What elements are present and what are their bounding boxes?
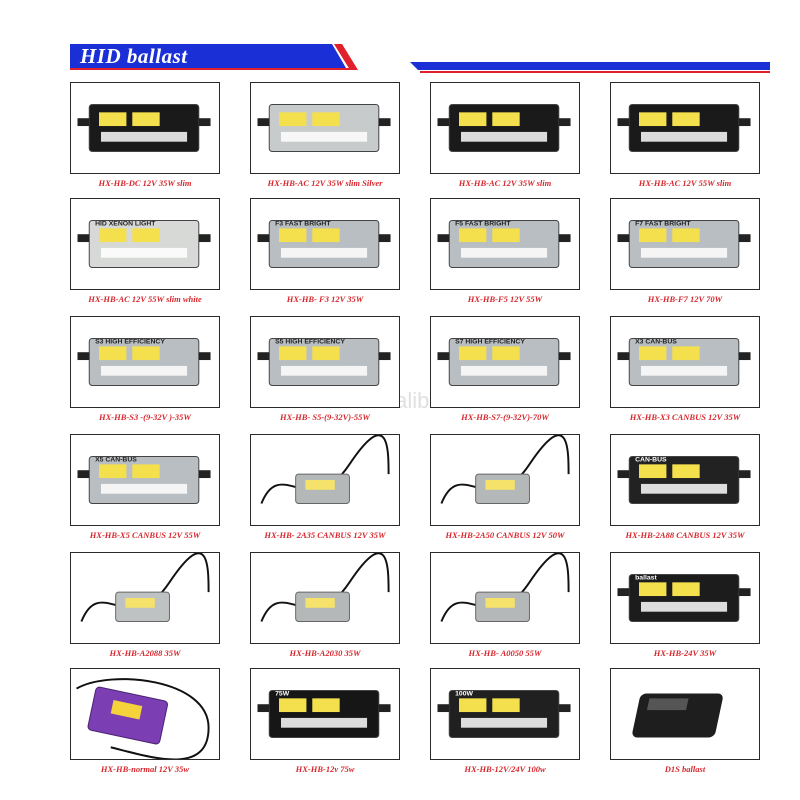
product-caption: HX-HB-24V 35W xyxy=(653,648,717,658)
ballast-icon: X3 CAN-BUS xyxy=(617,338,751,386)
product-caption: HX-HB-AC 12V 35W slim Silver xyxy=(267,178,383,188)
product-image[interactable] xyxy=(70,668,220,760)
svg-text:CAN-BUS: CAN-BUS xyxy=(635,456,667,463)
svg-text:S3 HIGH EFFICIENCY: S3 HIGH EFFICIENCY xyxy=(95,338,165,345)
ballast-icon xyxy=(257,104,391,152)
svg-text:S7 HIGH EFFICIENCY: S7 HIGH EFFICIENCY xyxy=(455,338,525,345)
product-caption: HX-HB-A2088 35W xyxy=(109,648,181,658)
product-image[interactable] xyxy=(250,82,400,174)
product-image[interactable]: X3 CAN-BUS xyxy=(610,316,760,408)
product-caption: HX-HB-AC 12V 55W slim white xyxy=(88,294,202,304)
svg-text:S5 HIGH EFFICIENCY: S5 HIGH EFFICIENCY xyxy=(275,338,345,345)
product-image[interactable]: S7 HIGH EFFICIENCY xyxy=(430,316,580,408)
svg-text:F3 FAST BRIGHT: F3 FAST BRIGHT xyxy=(275,220,331,227)
svg-text:ballast: ballast xyxy=(635,574,657,581)
header-banner xyxy=(70,44,370,70)
product-image[interactable] xyxy=(430,82,580,174)
product-image[interactable] xyxy=(250,434,400,526)
product-caption: HX-HB- 2A35 CANBUS 12V 35W xyxy=(264,530,386,540)
product-caption: HX-HB-S7-(9-32V)-70W xyxy=(461,412,549,422)
page-title: HID ballast xyxy=(80,44,188,68)
product-caption: D1S ballast xyxy=(664,764,706,774)
ballast-icon xyxy=(440,435,570,504)
svg-text:HID XENON LIGHT: HID XENON LIGHT xyxy=(95,220,156,227)
header-banner-shape xyxy=(70,44,358,70)
product-caption: HX-HB-DC 12V 35W slim xyxy=(98,178,192,188)
ballast-icon: F3 FAST BRIGHT xyxy=(257,220,391,268)
product-image[interactable]: X5 CAN-BUS xyxy=(70,434,220,526)
ballast-icon: X5 CAN-BUS xyxy=(77,456,211,504)
product-image[interactable]: F3 FAST BRIGHT xyxy=(250,198,400,290)
ballast-icon: 75W xyxy=(257,690,391,738)
product-image[interactable]: CAN-BUS xyxy=(610,434,760,526)
product-caption: HX-HB-X5 CANBUS 12V 55W xyxy=(89,530,201,540)
ballast-icon: F5 FAST BRIGHT xyxy=(437,220,571,268)
svg-text:75W: 75W xyxy=(275,690,290,697)
ballast-icon xyxy=(80,553,210,622)
product-caption: HX-HB- S5-(9-32V)-55W xyxy=(280,412,370,422)
svg-text:F7 FAST BRIGHT: F7 FAST BRIGHT xyxy=(635,220,691,227)
ballast-icon xyxy=(440,553,570,622)
product-image[interactable]: ballast xyxy=(610,552,760,644)
product-caption: HX-HB-2A50 CANBUS 12V 50W xyxy=(445,530,565,540)
svg-text:100W: 100W xyxy=(455,690,473,697)
product-caption: HX-HB-S3 -(9-32V )-35W xyxy=(99,412,191,422)
product-caption: HX-HB- A0050 55W xyxy=(468,648,542,658)
ballast-icon xyxy=(77,104,211,152)
ballast-icon: F7 FAST BRIGHT xyxy=(617,220,751,268)
product-image[interactable]: F7 FAST BRIGHT xyxy=(610,198,760,290)
product-caption: HX-HB-normal 12V 35w xyxy=(100,764,190,774)
product-image[interactable] xyxy=(70,552,220,644)
product-caption: HX-HB-F7 12V 70W xyxy=(647,294,723,304)
product-caption: HX-HB-2A88 CANBUS 12V 35W xyxy=(625,530,745,540)
ballast-icon: HID XENON LIGHT xyxy=(77,220,211,268)
svg-text:X3 CAN-BUS: X3 CAN-BUS xyxy=(635,338,677,345)
product-image[interactable] xyxy=(430,552,580,644)
svg-text:X5 CAN-BUS: X5 CAN-BUS xyxy=(95,456,137,463)
product-image[interactable]: 75W xyxy=(250,668,400,760)
ballast-icon: S5 HIGH EFFICIENCY xyxy=(257,338,391,386)
product-image[interactable] xyxy=(250,552,400,644)
product-caption: HX-HB-A2030 35W xyxy=(289,648,361,658)
ballast-icon: 100W xyxy=(437,690,571,738)
ballast-icon: S3 HIGH EFFICIENCY xyxy=(77,338,211,386)
ballast-icon: ballast xyxy=(617,574,751,622)
product-image[interactable]: 100W xyxy=(430,668,580,760)
svg-text:F5 FAST BRIGHT: F5 FAST BRIGHT xyxy=(455,220,511,227)
product-image[interactable]: HID XENON LIGHT xyxy=(70,198,220,290)
product-caption: HX-HB-X3 CANBUS 12V 35W xyxy=(629,412,741,422)
product-caption: HX-HB-F5 12V 55W xyxy=(467,294,543,304)
product-image[interactable]: S5 HIGH EFFICIENCY xyxy=(250,316,400,408)
ballast-icon xyxy=(260,553,390,622)
ballast-icon: S7 HIGH EFFICIENCY xyxy=(437,338,571,386)
product-caption: HX-HB-12v 75w xyxy=(295,764,355,774)
product-image[interactable]: F5 FAST BRIGHT xyxy=(430,198,580,290)
product-image[interactable]: S3 HIGH EFFICIENCY xyxy=(70,316,220,408)
product-image[interactable] xyxy=(70,82,220,174)
product-image[interactable] xyxy=(430,434,580,526)
ballast-icon xyxy=(260,435,390,504)
ballast-icon xyxy=(632,693,723,738)
product-caption: HX-HB-AC 12V 35W slim xyxy=(458,178,552,188)
header-accent-bar xyxy=(410,60,770,79)
product-caption: HX-HB-12V/24V 100w xyxy=(464,764,546,774)
ballast-icon xyxy=(437,104,571,152)
product-image[interactable] xyxy=(610,82,760,174)
product-image[interactable] xyxy=(610,668,760,760)
ballast-icon xyxy=(617,104,751,152)
ballast-icon xyxy=(76,678,210,759)
product-caption: HX-HB-AC 12V 55W slim xyxy=(638,178,732,188)
ballast-icon: CAN-BUS xyxy=(617,456,751,504)
product-caption: HX-HB- F3 12V 35W xyxy=(286,294,364,304)
